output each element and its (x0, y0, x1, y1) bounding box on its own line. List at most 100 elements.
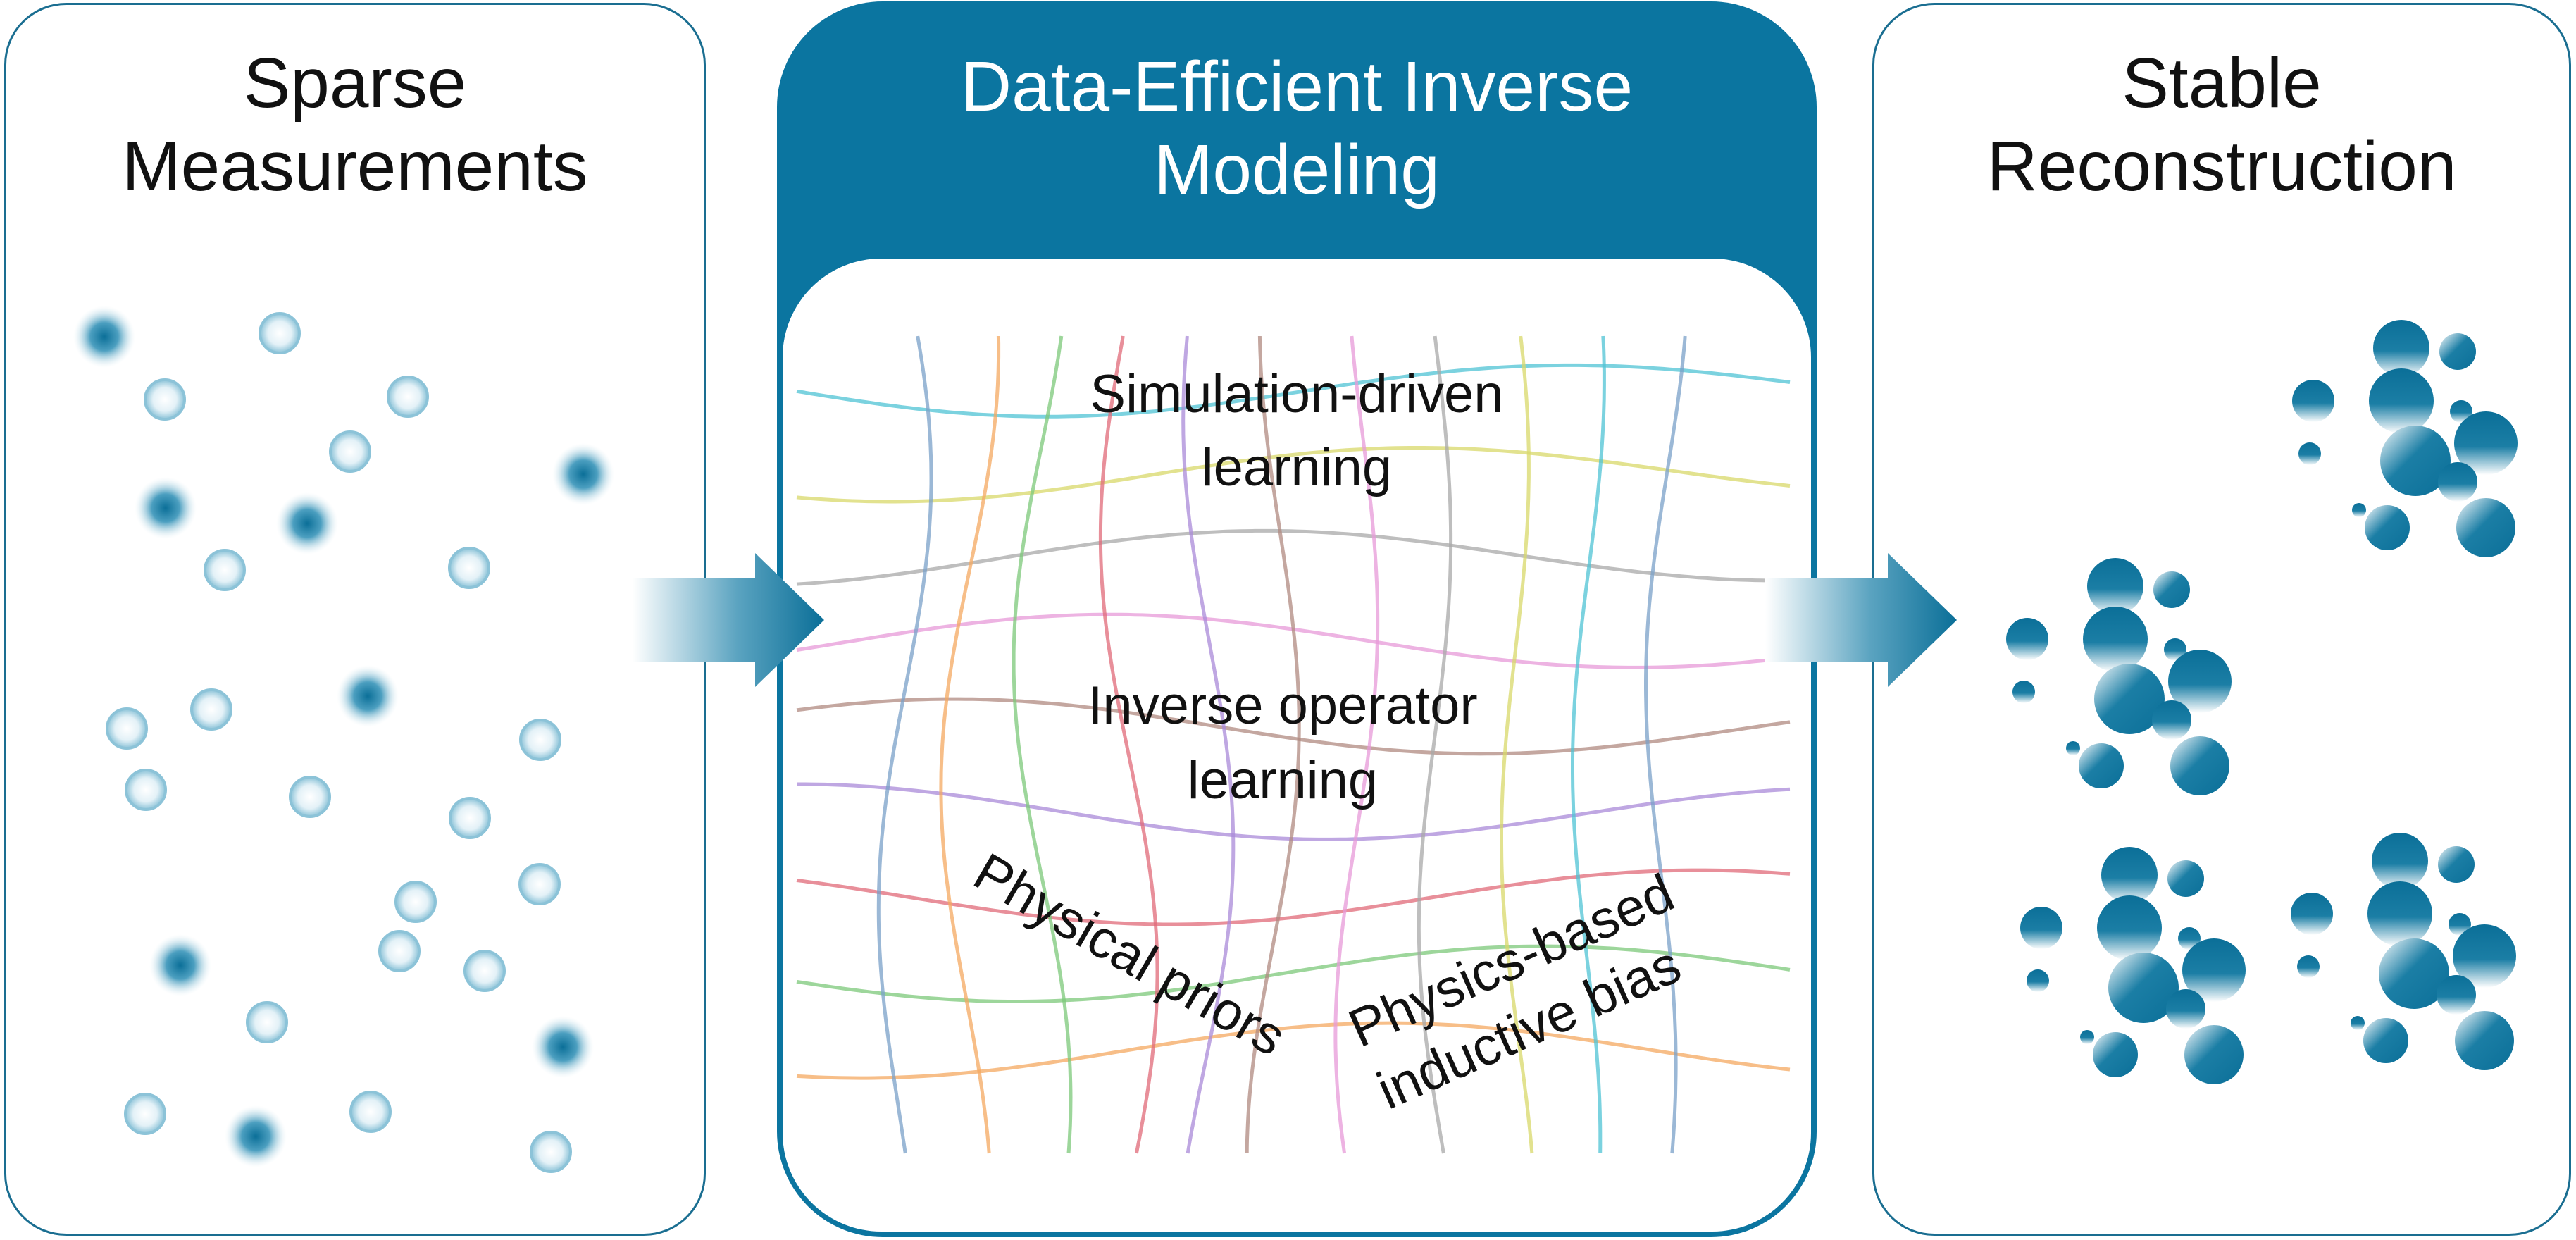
label-inverse-learning: learning (1188, 750, 1378, 810)
learning-grid-area: Simulation-driven learning Inverse opera… (783, 259, 1811, 1232)
reconstruction-bubble (2153, 571, 2190, 608)
reconstruction-bubble (2152, 700, 2191, 740)
inverse-modeling-panel: Data-Efficient Inverse Modeling Simulati… (777, 1, 1817, 1237)
measurement-dots (73, 306, 614, 1173)
reconstruction-bubble (2455, 1011, 2514, 1070)
label-simulation-learning: learning (1202, 438, 1392, 497)
reconstruction-bubble (2363, 1018, 2408, 1063)
reconstruction-bubble (2365, 505, 2410, 550)
reconstruction-bubble (2083, 607, 2148, 671)
reconstruction-bubble (2170, 736, 2229, 795)
measurement-dot (204, 549, 246, 591)
grid-wave-vertical (876, 335, 933, 1154)
reconstruction-bubble (2101, 847, 2158, 903)
reconstruction-bubble (2456, 498, 2515, 557)
reconstruction-bubble (2351, 1016, 2365, 1030)
grid-wave-horizontal (796, 446, 1791, 504)
measurement-dot-dark (149, 934, 211, 996)
stable-reconstruction-panel: Stable Reconstruction (1872, 3, 2571, 1236)
reconstruction-bubble (2097, 895, 2162, 960)
reconstruction-bubble (2027, 969, 2049, 992)
measurement-dot (190, 688, 232, 731)
grid-wave-vertical (1644, 335, 1687, 1154)
measurement-dot-dark (225, 1105, 287, 1167)
panel-title: Stable Reconstruction (1986, 44, 2457, 206)
grid-wave-vertical (1571, 335, 1606, 1154)
reconstruction-bubble (2437, 975, 2476, 1015)
measurement-dot (530, 1131, 572, 1173)
reconstruction-bubble (2166, 989, 2205, 1029)
reconstruction-bubble (2079, 743, 2124, 788)
reconstruction-bubble (2006, 618, 2048, 660)
grid-wave-horizontal (796, 944, 1791, 1003)
reconstruction-bubble (2379, 938, 2449, 1009)
measurement-dot (519, 719, 561, 761)
grid-labels: Simulation-driven learning Inverse opera… (964, 364, 1690, 1121)
grid-wave-horizontal (796, 868, 1791, 926)
reconstruction-bubble (2454, 411, 2518, 475)
measurement-dot (106, 707, 148, 750)
measurement-dot (463, 950, 506, 992)
measurement-dot-dark (276, 492, 338, 554)
grid-wave-vertical (1333, 335, 1380, 1154)
grid-wave-horizontal (796, 528, 1790, 586)
reconstruction-bubble (2164, 638, 2186, 661)
reconstruction-bubble (2373, 320, 2429, 376)
label-simulation-driven: Simulation-driven (1090, 364, 1503, 424)
reconstruction-bubble (2292, 380, 2334, 422)
measurement-dot-dark (135, 477, 197, 539)
reconstruction-bubble (2298, 442, 2321, 465)
measurement-dot (394, 881, 437, 923)
grid-wave-horizontal (796, 697, 1791, 756)
reconstruction-clusters (2006, 320, 2518, 1084)
reconstruction-bubble (2380, 426, 2451, 496)
reconstruction-bubble (2012, 681, 2035, 703)
reconstruction-bubble (2020, 907, 2062, 949)
reconstruction-bubble (2438, 846, 2475, 883)
reconstruction-bubble (2372, 833, 2428, 889)
wavy-grid (796, 335, 1791, 1154)
grid-wave-vertical (1098, 335, 1159, 1154)
reconstruction-bubble (2438, 462, 2477, 502)
measurement-dot (448, 547, 490, 589)
grid-wave-vertical (1181, 335, 1236, 1154)
grid-wave-horizontal (796, 1021, 1791, 1080)
reconstruction-bubble (2184, 1025, 2244, 1084)
reconstruction-bubble (2453, 924, 2516, 988)
label-physical-priors: Physical priors (964, 842, 1295, 1068)
reconstruction-bubble (2439, 333, 2476, 370)
grid-wave-horizontal (797, 782, 1791, 841)
measurement-dot (246, 1001, 288, 1043)
measurement-dot-dark (337, 665, 399, 727)
reconstruction-bubble (2178, 927, 2201, 950)
reconstruction-bubble (2297, 955, 2320, 978)
reconstruction-bubble (2369, 368, 2434, 433)
grid-wave-vertical (1012, 335, 1073, 1154)
reconstruction-bubble (2094, 664, 2165, 734)
measurement-dot-dark (73, 306, 135, 368)
grid-wave-vertical (939, 335, 1001, 1154)
panel-title: Sparse Measurements (122, 44, 588, 206)
measurement-dot (289, 776, 331, 818)
reconstruction-bubble (2352, 503, 2366, 517)
grid-wave-vertical (1417, 335, 1453, 1154)
reconstruction-bubble (2108, 953, 2179, 1023)
measurement-dot-dark (552, 443, 614, 505)
reconstruction-bubble (2367, 881, 2432, 946)
reconstruction-bubble (2066, 741, 2080, 755)
reconstruction-bubble (2168, 650, 2232, 713)
measurement-dot (518, 863, 561, 905)
label-inverse-operator: Inverse operator (1088, 676, 1477, 736)
grid-wave-vertical (1245, 335, 1301, 1154)
reconstruction-bubble (2182, 938, 2246, 1002)
reconstruction-bubble (2449, 913, 2471, 936)
measurement-dot (259, 312, 301, 354)
reconstruction-bubble (2450, 400, 2472, 423)
grid-wave-vertical (1500, 335, 1534, 1154)
reconstruction-bubble (2167, 860, 2204, 897)
measurement-dot-dark (532, 1016, 594, 1078)
grid-wave-horizontal (796, 363, 1791, 418)
reconstruction-bubble (2093, 1032, 2138, 1077)
reconstruction-bubble (2080, 1030, 2094, 1044)
measurement-dot (449, 797, 491, 839)
